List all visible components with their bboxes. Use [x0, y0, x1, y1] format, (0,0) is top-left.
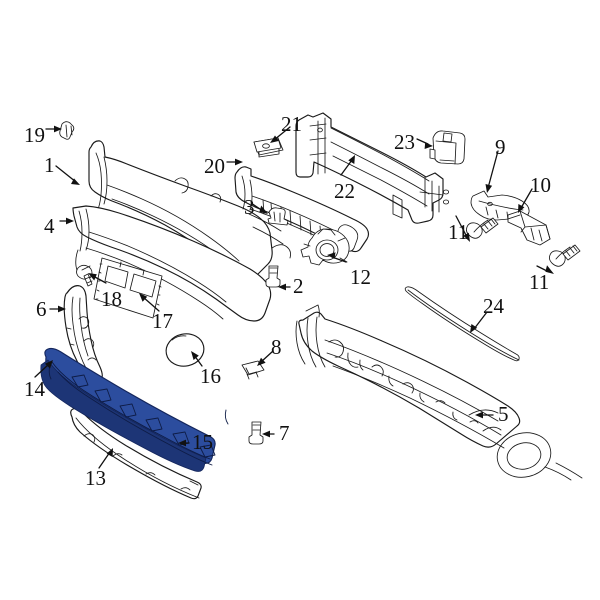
part-4-upper-filler-panel [72, 205, 272, 322]
callout-label-6[interactable]: 6 [36, 297, 47, 321]
callout-label-2[interactable]: 2 [293, 274, 304, 298]
part-1-upper-bumper-cover [88, 140, 291, 279]
callout-label-16[interactable]: 16 [200, 364, 221, 388]
part-5-lower-bumper-cover [295, 304, 583, 481]
part-2-screw-grommet [265, 265, 281, 288]
part-24-molding-strip [404, 286, 520, 362]
part-17-license-plate-bracket [93, 257, 163, 319]
part-7-push-pin-retainer [248, 421, 264, 445]
callout-label-8[interactable]: 8 [271, 335, 282, 359]
callout-label-1[interactable]: 1 [44, 153, 55, 177]
callout-label-22[interactable]: 22 [334, 179, 355, 203]
callout-label-20[interactable]: 20 [204, 154, 225, 178]
callout-label-19[interactable]: 19 [24, 123, 45, 147]
callout-label-21[interactable]: 21 [281, 112, 302, 136]
callout-label-7[interactable]: 7 [279, 421, 290, 445]
leader-lines [34, 125, 554, 469]
part-19-retainer-clip [59, 121, 75, 140]
callout-label-18[interactable]: 18 [101, 287, 122, 311]
part-3-clip-fastener [267, 207, 289, 226]
callout-label-5[interactable]: 5 [498, 402, 509, 426]
callout-label-14[interactable]: 14 [24, 377, 45, 401]
callout-label-17[interactable]: 17 [152, 309, 173, 333]
callout-label-12[interactable]: 12 [350, 265, 371, 289]
callout-label-23[interactable]: 23 [394, 130, 415, 154]
part-22-reinforcement-beam [295, 112, 450, 224]
callout-label-11-upper[interactable]: 11 [448, 220, 469, 244]
callout-label-9[interactable]: 9 [495, 135, 506, 159]
part-18-bolt-fastener [76, 264, 93, 287]
part-11-bolt-upper [466, 217, 499, 239]
callout-label-11-lower[interactable]: 11 [529, 270, 550, 294]
callout-label-3[interactable]: 3 [244, 195, 255, 219]
part-10-spacer-block [507, 210, 551, 246]
callout-label-15[interactable]: 15 [192, 430, 213, 454]
callout-label-13[interactable]: 13 [85, 466, 106, 490]
callout-label-10[interactable]: 10 [530, 173, 551, 197]
callout-label-4[interactable]: 4 [44, 214, 55, 238]
part-23-sensor-module [429, 130, 466, 165]
callout-label-24[interactable]: 24 [483, 294, 504, 318]
part-12-fog-lamp-assembly [300, 228, 350, 266]
part-11-bolt-lower [549, 244, 581, 267]
